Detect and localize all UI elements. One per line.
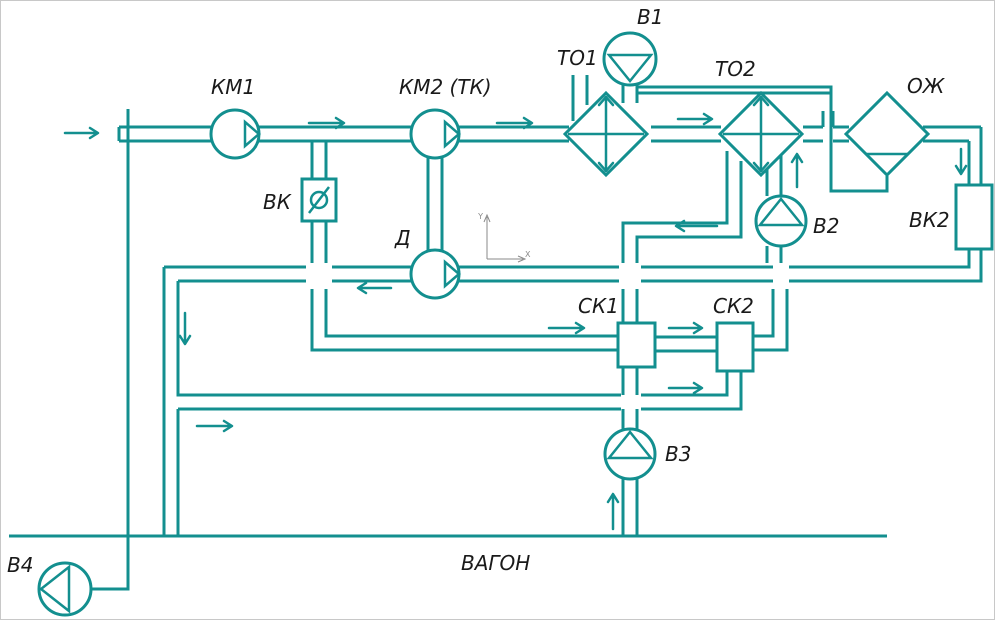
b4-supply — [91, 109, 130, 591]
km2-d-link — [426, 156, 444, 251]
flow-arrow — [547, 321, 586, 335]
to2-outlet — [621, 151, 743, 323]
flow-arrow — [495, 116, 534, 130]
d-turbine — [409, 248, 461, 300]
label-km1: КМ1 — [211, 75, 255, 99]
label-oj: ОЖ — [907, 74, 946, 98]
b3-fan — [603, 427, 657, 481]
axis-x-label: X — [525, 250, 531, 259]
labels: КМ1 КМ2 (ТК) В1 ТО1 ТО2 ОЖ ВК Д В2 ВК2 С… — [7, 5, 950, 577]
flow-arrow — [63, 126, 100, 140]
flow-arrow — [195, 419, 234, 433]
label-sk2: СК2 — [713, 294, 754, 318]
to1-side-pipes — [571, 75, 589, 121]
sk2-mixer — [715, 321, 755, 373]
flow-arrow — [307, 116, 346, 130]
label-b3: В3 — [665, 442, 691, 466]
km2-compressor — [409, 108, 461, 160]
flow-arrow — [667, 321, 704, 335]
b1-fan — [602, 31, 658, 87]
flow-arrow — [674, 219, 719, 233]
to1-heat-exchanger — [562, 90, 650, 178]
flow-arrow — [356, 281, 393, 295]
label-to1: ТО1 — [557, 46, 598, 70]
label-sk1: СК1 — [578, 294, 619, 318]
label-vk2: ВК2 — [909, 208, 950, 232]
vk-branch — [310, 141, 621, 352]
label-vagon: ВАГОН — [461, 551, 530, 575]
flow-arrows — [63, 112, 968, 531]
label-km2: КМ2 (ТК) — [399, 75, 492, 99]
components — [37, 31, 994, 617]
flow-arrow — [676, 112, 714, 126]
vk2-valve — [954, 183, 994, 251]
b4-fan — [37, 561, 93, 617]
coordinate-axes: Y X — [477, 212, 531, 263]
flow-arrow — [606, 492, 620, 531]
main-line — [117, 125, 981, 143]
flow-arrow — [954, 147, 968, 176]
sk1-sk2-link — [655, 335, 717, 353]
label-b4: В4 — [7, 553, 33, 577]
axis-y-label: Y — [477, 212, 483, 221]
oj-separator — [843, 90, 931, 178]
b1-duct — [621, 81, 833, 103]
left-return-legs — [162, 267, 621, 536]
sk1-mixer — [616, 321, 657, 369]
sk1-b3 — [621, 367, 639, 429]
pipes — [9, 75, 983, 591]
sk2-b3 — [641, 371, 743, 411]
flow-arrow — [178, 311, 192, 346]
vk-valve — [300, 177, 338, 223]
oj-bypass — [821, 101, 889, 193]
b3-wagon — [621, 479, 639, 536]
label-b1: В1 — [637, 5, 663, 29]
flow-arrow — [790, 152, 804, 189]
return-line — [164, 127, 983, 283]
to2-heat-exchanger — [717, 90, 805, 178]
b2-fan — [754, 194, 808, 248]
label-b2: В2 — [813, 214, 839, 238]
label-d: Д — [394, 226, 411, 250]
km1-compressor — [209, 108, 261, 160]
label-to2: ТО2 — [715, 57, 756, 81]
label-vk: ВК — [263, 190, 292, 214]
flow-arrow — [667, 381, 704, 395]
